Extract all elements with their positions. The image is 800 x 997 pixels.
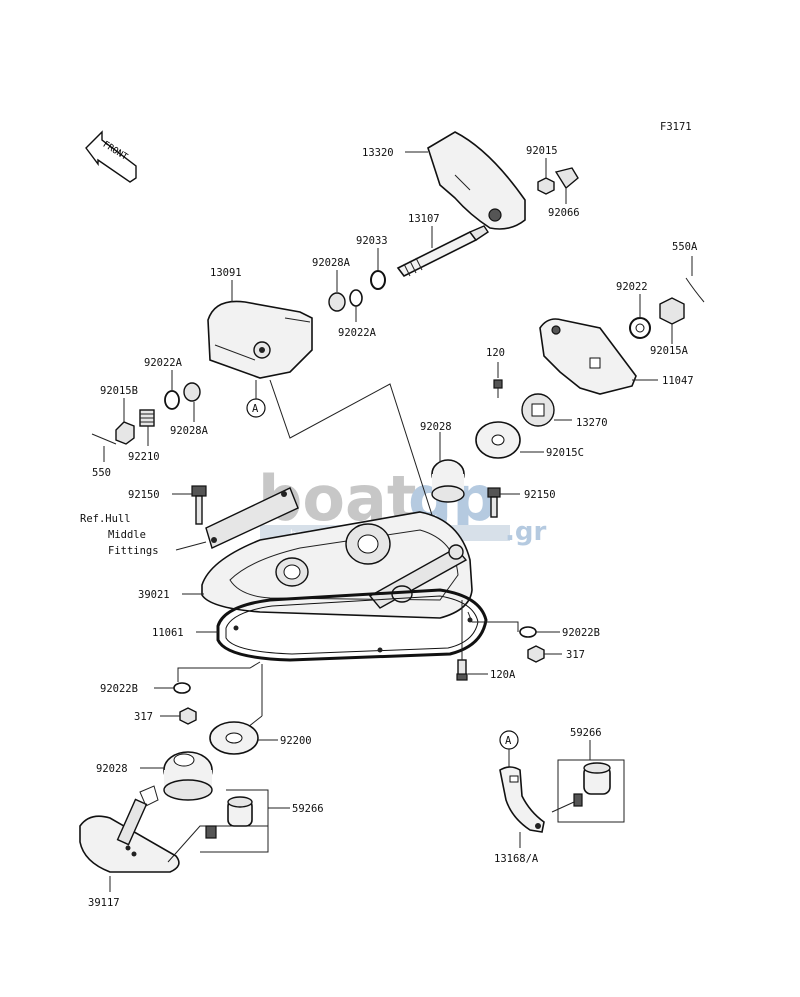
bushing-92028A-left-icon (183, 382, 201, 402)
callout-A-top-label: A (252, 403, 259, 415)
ref-note-line2: Middle (108, 529, 146, 541)
nut-317-left-icon (179, 707, 197, 725)
label-92022A-left: 92022A (144, 357, 183, 369)
washer-92022A-top-icon (349, 289, 363, 307)
washer-92022A-left-icon (164, 390, 180, 410)
bolt-120A-icon (456, 659, 468, 681)
nut-317-right-icon (527, 645, 545, 663)
label-92210: 92210 (128, 451, 160, 463)
label-317-right: 317 (566, 649, 585, 661)
label-92200: 92200 (280, 735, 312, 747)
ref-note-line3: Fittings (108, 545, 159, 557)
part-13168A-bracket (499, 766, 545, 833)
label-92150-right: 92150 (524, 489, 556, 501)
clip-92066-icon (554, 167, 579, 190)
label-92022B-left: 92022B (100, 683, 138, 695)
label-317-left: 317 (134, 711, 153, 723)
bushing-92028A-top-icon (328, 292, 346, 312)
label-59266-right: 59266 (570, 727, 602, 739)
bushing-92028-bottom-icon (163, 751, 213, 801)
front-arrow-icon: FRONT (85, 130, 137, 183)
label-39117: 39117 (88, 897, 120, 909)
label-92066: 92066 (548, 207, 580, 219)
watermark-tld: .gr (505, 517, 546, 547)
cotter-pin-550A-icon (685, 277, 705, 303)
knob-59266-left-icon (205, 796, 253, 839)
label-92150-left: 92150 (128, 489, 160, 501)
ref-note-line1: Ref.Hull (80, 513, 131, 525)
label-92028A-top: 92028A (312, 257, 351, 269)
label-11061: 11061 (152, 627, 184, 639)
circlip-92033-icon (370, 270, 386, 290)
part-11047-bracket (539, 318, 637, 395)
bolt-92150-left-icon (191, 485, 207, 525)
label-92028-bottom: 92028 (96, 763, 128, 775)
label-13107: 13107 (408, 213, 440, 225)
label-92022B-right: 92022B (562, 627, 600, 639)
label-92033: 92033 (356, 235, 388, 247)
nut-92015A-icon (659, 297, 685, 325)
label-120: 120 (486, 347, 505, 359)
callout-A-bottom-label: A (505, 735, 512, 747)
label-92022: 92022 (616, 281, 648, 293)
knob-59266-right-icon (573, 762, 611, 807)
bolt-120-icon (493, 379, 503, 398)
washer-92200-icon (209, 721, 259, 755)
label-92015: 92015 (526, 145, 558, 157)
disc-92015C-icon (475, 421, 521, 459)
part-39117-lever (79, 785, 180, 873)
label-550A: 550A (672, 241, 698, 253)
part-13107-shaft (396, 225, 489, 278)
label-120A: 120A (490, 669, 516, 681)
washer-92022B-right-icon (519, 626, 537, 638)
part-13091-housing (207, 300, 313, 379)
figure-code: F3171 (660, 121, 692, 133)
label-13168A: 13168/A (494, 853, 539, 865)
label-13320: 13320 (362, 147, 394, 159)
label-11047: 11047 (662, 375, 694, 387)
fitting-92210-icon (139, 409, 155, 427)
cotter-pin-550-icon (91, 433, 117, 445)
plate-13270-icon (521, 393, 555, 427)
label-92015A: 92015A (650, 345, 689, 357)
label-550: 550 (92, 467, 111, 479)
label-39021: 39021 (138, 589, 170, 601)
label-59266-left: 59266 (292, 803, 324, 815)
label-92028-mid: 92028 (420, 421, 452, 433)
part-13320-cover (427, 131, 526, 230)
label-92028A-left: 92028A (170, 425, 209, 437)
label-13091: 13091 (210, 267, 242, 279)
label-13270: 13270 (576, 417, 608, 429)
washer-92022B-left-icon (173, 682, 191, 694)
bolt-92150-right-icon (487, 487, 501, 518)
nut-92015B-icon (115, 421, 135, 445)
label-92015B: 92015B (100, 385, 138, 397)
label-92015C: 92015C (546, 447, 584, 459)
bushing-92028-mid-icon (431, 459, 465, 503)
label-92022A-top: 92022A (338, 327, 377, 339)
nut-92015-icon (537, 177, 555, 195)
